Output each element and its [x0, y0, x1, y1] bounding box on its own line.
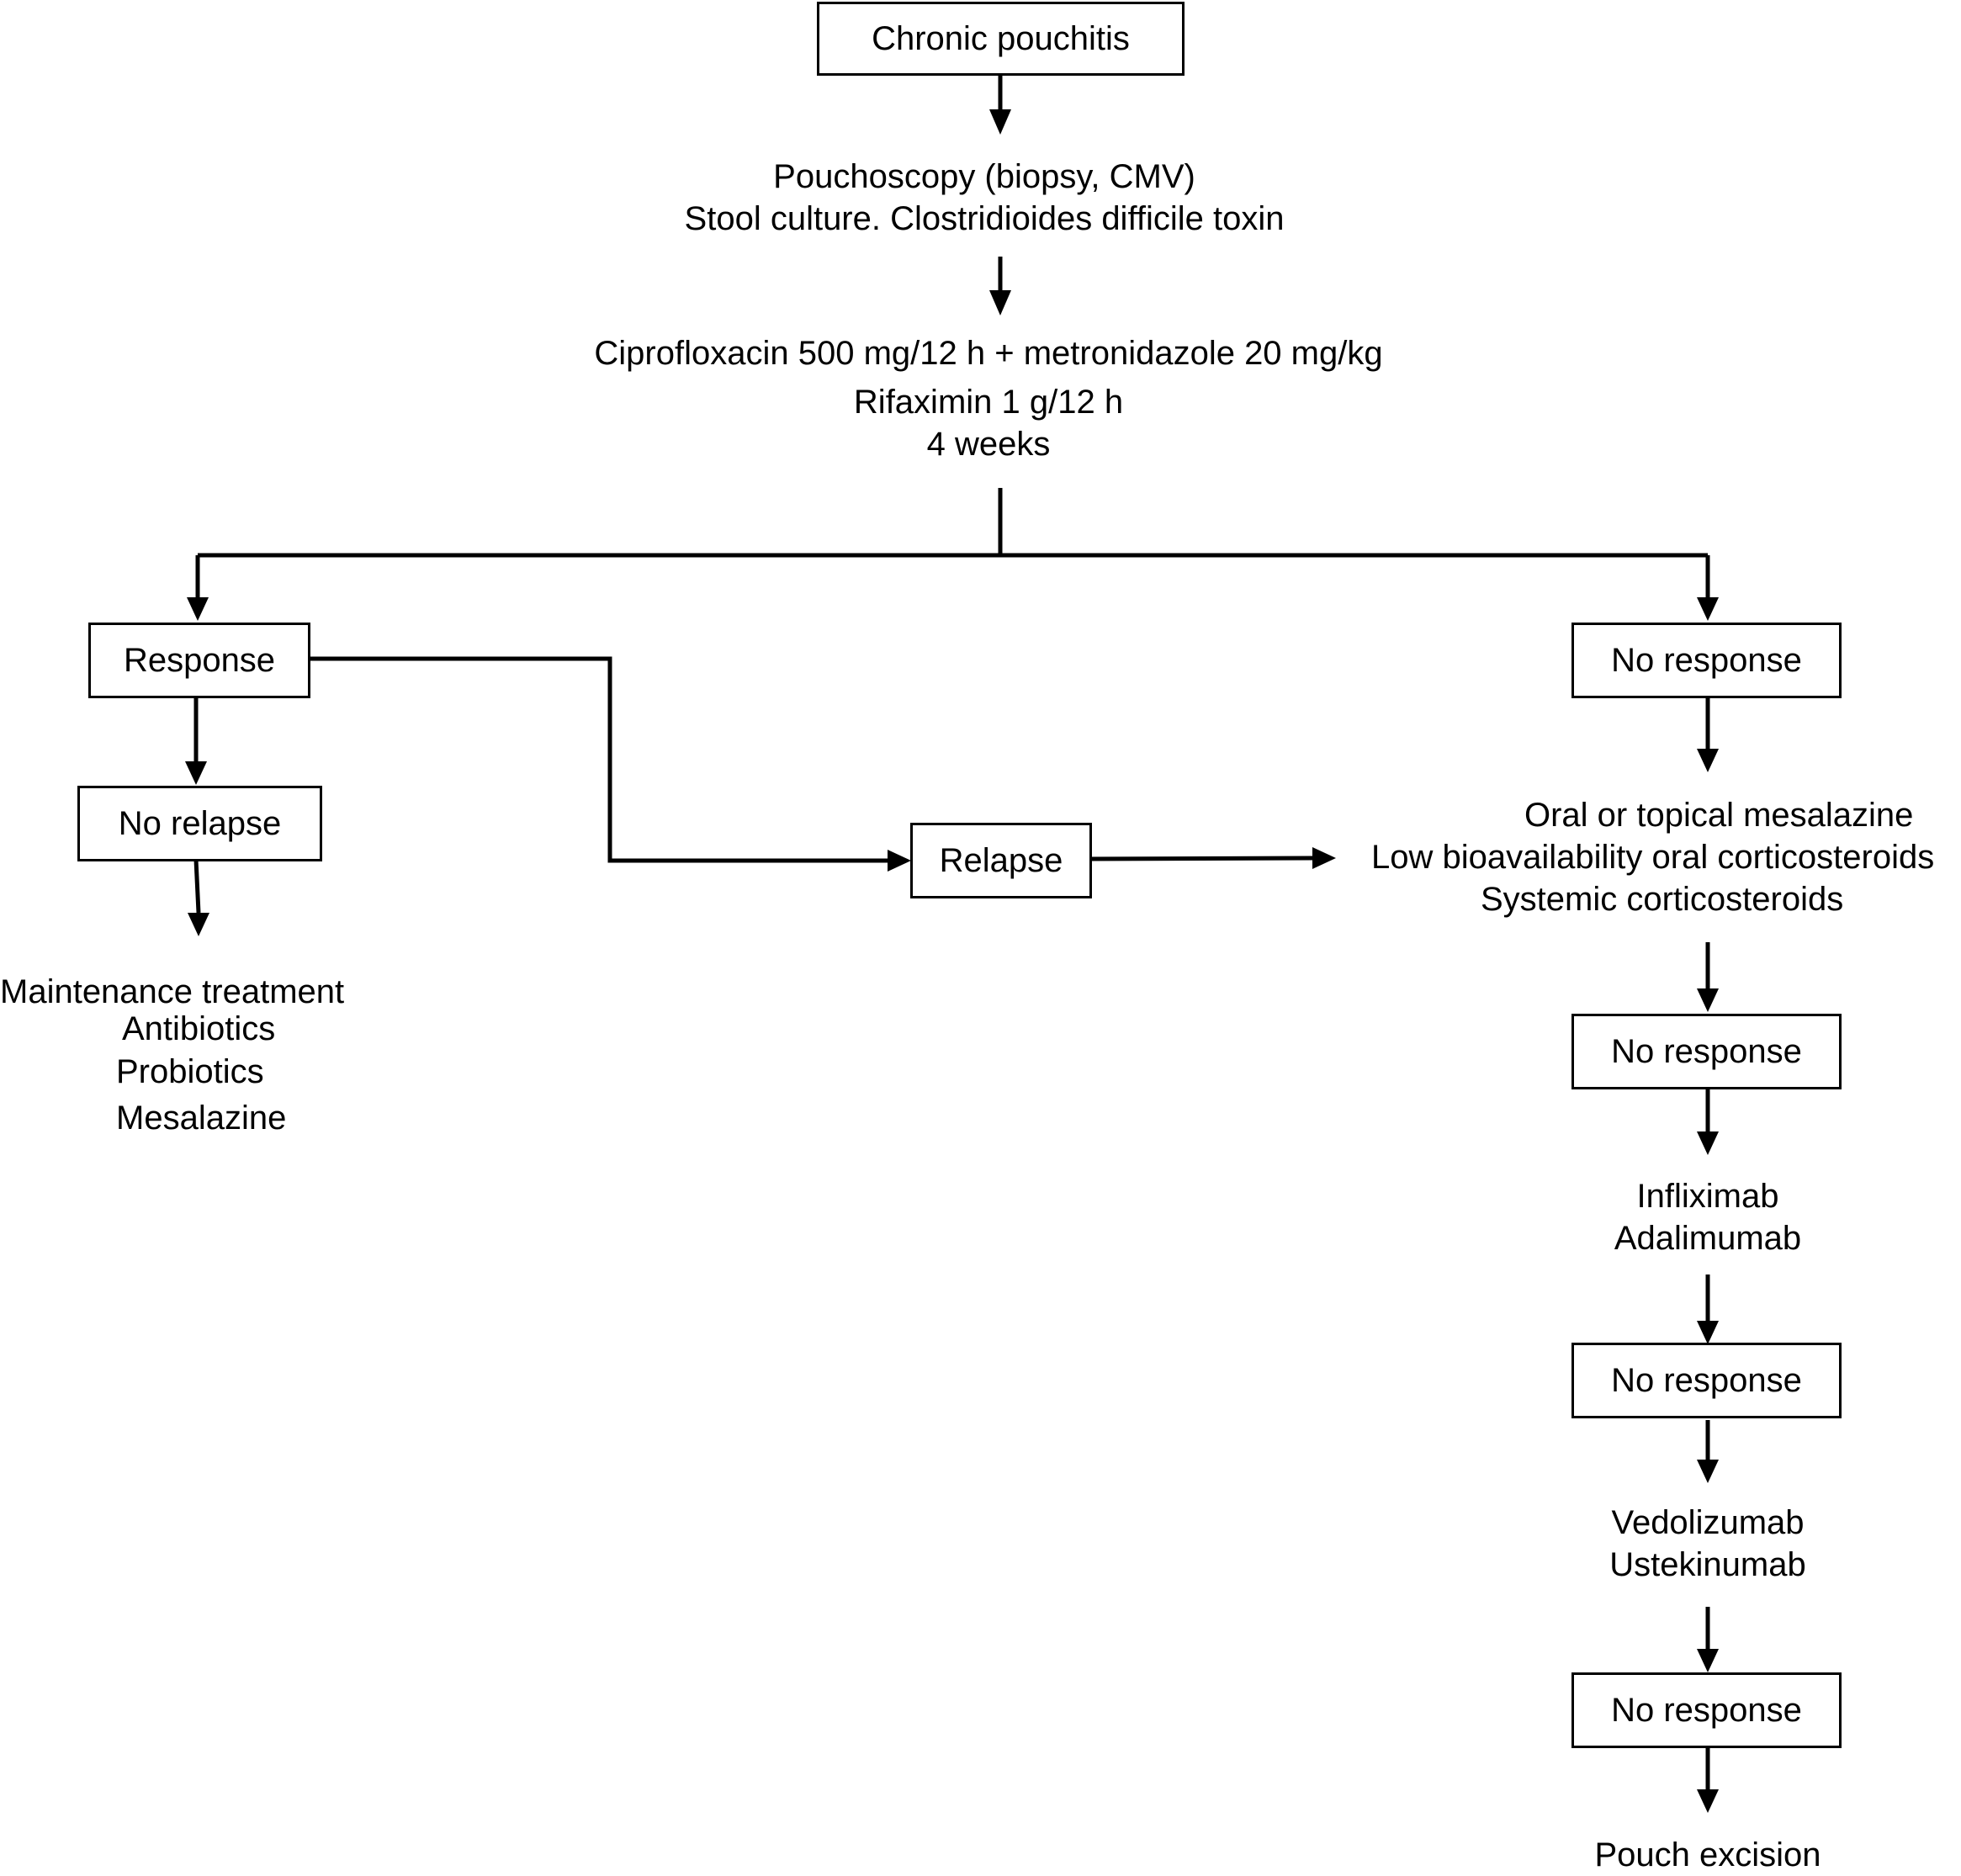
biologics-line-1: Vedolizumab [1611, 1504, 1805, 1541]
arrowhead [1312, 847, 1336, 869]
anti-tnf-line-2: Adalimumab [1614, 1220, 1802, 1257]
arrow-response-to-relapse [309, 656, 888, 863]
arrowhead [1697, 1321, 1719, 1344]
response-label: Response [123, 641, 276, 679]
maintenance-line-2: Antibiotics [122, 1010, 276, 1047]
antibiotics-line-1: Ciprofloxacin 500 mg/12 h + metronidazol… [594, 335, 1383, 372]
no-response-label-4: No response [1611, 1691, 1802, 1729]
second-line-3: Systemic corticosteroids [1481, 881, 1844, 918]
maintenance-line-3: Probiotics [116, 1053, 264, 1090]
chronic-pouchitis-box: Chronic pouchitis [817, 2, 1185, 76]
maintenance-line-4: Mesalazine [116, 1100, 287, 1137]
chronic-pouchitis-label: Chronic pouchitis [872, 19, 1130, 57]
second-line-2: Low bioavailability oral corticosteroids [1371, 839, 1935, 876]
no-relapse-box: No relapse [77, 786, 322, 861]
second-line-text: Oral or topical mesalazine Low bioavaila… [1371, 794, 1960, 920]
diagnostics-line-1: Pouchoscopy (biopsy, CMV) [773, 158, 1195, 195]
arrowhead [1697, 749, 1719, 772]
no-response-label-1: No response [1611, 641, 1802, 679]
second-line-1: Oral or topical mesalazine [1524, 797, 1914, 834]
arrowhead [989, 290, 1011, 315]
arrowhead [1697, 1789, 1719, 1813]
arrowhead [1697, 988, 1719, 1012]
arrow-relapse-to-second-line [1089, 856, 1313, 861]
anti-tnf-line-1: Infliximab [1636, 1178, 1779, 1215]
no-response-box-1: No response [1571, 623, 1842, 698]
pouch-excision-label: Pouch excision [1594, 1836, 1821, 1873]
no-response-box-3: No response [1571, 1343, 1842, 1418]
diagnostics-text: Pouchoscopy (biopsy, CMV) Stool culture.… [589, 156, 1380, 240]
antibiotics-text: Ciprofloxacin 500 mg/12 h + metronidazol… [538, 332, 1439, 465]
antibiotics-line-3: 4 weeks [926, 426, 1051, 463]
pouch-excision-text: Pouch excision [1540, 1834, 1876, 1876]
arrow-no-relapse-to-maintenance [193, 859, 201, 914]
maintenance-text: Maintenance treatment Antibiotics Probio… [0, 973, 370, 1140]
arrowhead [1697, 597, 1719, 621]
biologics-text: Vedolizumab Ustekinumab [1582, 1502, 1834, 1586]
response-box: Response [88, 623, 310, 698]
no-response-box-2: No response [1571, 1014, 1842, 1089]
maintenance-line-1: Maintenance treatment [0, 973, 345, 1010]
antibiotics-line-2: Rifaximin 1 g/12 h [853, 384, 1124, 421]
arrowhead [187, 597, 209, 621]
no-response-box-4: No response [1571, 1672, 1842, 1748]
no-relapse-label: No relapse [118, 804, 282, 842]
no-response-label-2: No response [1611, 1032, 1802, 1070]
relapse-box: Relapse [910, 823, 1092, 898]
arrowhead [188, 913, 209, 936]
arrowhead [1697, 1649, 1719, 1672]
diagnostics-line-2: Stool culture. Clostridioides difficile … [684, 200, 1285, 237]
anti-tnf-text: Infliximab Adalimumab [1582, 1175, 1834, 1259]
arrowhead [1697, 1131, 1719, 1155]
no-response-label-3: No response [1611, 1361, 1802, 1399]
arrowhead [989, 109, 1011, 135]
biologics-line-2: Ustekinumab [1609, 1546, 1806, 1583]
arrowhead [888, 850, 911, 872]
arrowhead [185, 761, 207, 785]
arrowhead [1697, 1460, 1719, 1483]
relapse-label: Relapse [939, 841, 1063, 879]
